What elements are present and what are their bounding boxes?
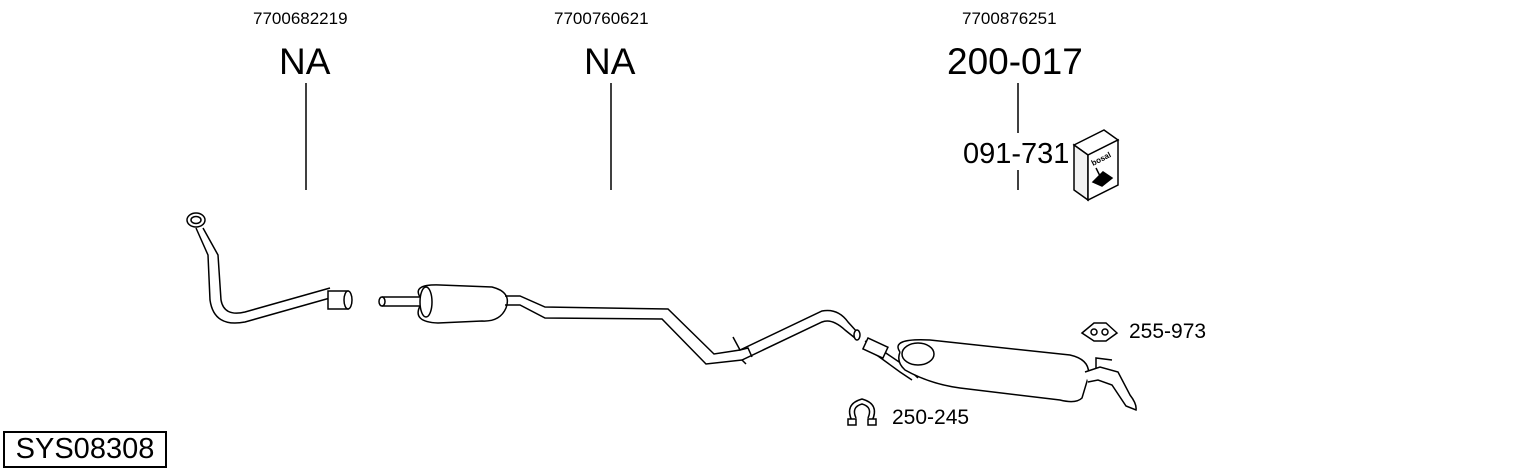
hanger-number: 255-973 [1129,320,1207,343]
kit-box-icon: bosal [1072,129,1120,202]
intermediate-pipe [505,295,861,365]
centre-silencer [378,284,509,324]
oem-number-3: 7700876251 [962,9,1057,28]
oem-number-2: 7700760621 [554,9,649,28]
fitting-kit-number: 091-731 [963,138,1070,170]
rear-silencer [861,337,1137,412]
clamp-number: 250-245 [892,406,970,429]
oem-number-1: 7700682219 [253,9,348,28]
front-pipe [186,212,353,324]
part-number-3: 200-017 [947,41,1083,82]
clamp-icon [847,398,877,426]
part-number-1: NA [279,41,331,82]
hanger-icon [1080,322,1119,342]
system-code-box: SYS08308 [3,431,167,468]
part-number-2: NA [584,41,636,82]
